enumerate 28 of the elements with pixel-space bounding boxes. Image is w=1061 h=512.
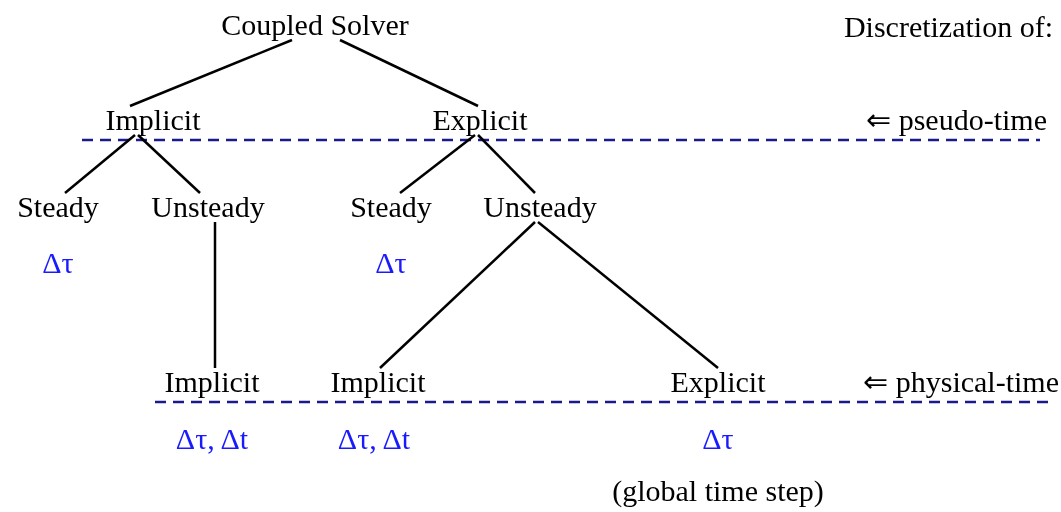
side-label: ⇐ physical-time bbox=[863, 365, 1059, 398]
step-size-label: Δτ bbox=[42, 246, 74, 279]
tree-line bbox=[537, 221, 719, 369]
step-size-label: Δτ bbox=[375, 246, 407, 279]
node-label: Explicit bbox=[432, 103, 528, 136]
note-text: (global time step) bbox=[612, 474, 824, 507]
step-size-label: Δτ bbox=[702, 422, 734, 455]
node-label: Implicit bbox=[164, 365, 260, 398]
tree-line bbox=[339, 38, 479, 108]
tree-line bbox=[213, 222, 217, 368]
node-label: Steady bbox=[350, 190, 432, 223]
tree-line bbox=[64, 134, 136, 194]
node-label: Explicit bbox=[670, 365, 766, 398]
step-size-label: Δτ, Δt bbox=[175, 422, 249, 455]
tree-line bbox=[477, 134, 536, 194]
node-label: Steady bbox=[17, 190, 99, 223]
tree-line bbox=[137, 134, 201, 194]
tree-line bbox=[399, 134, 476, 194]
side-label: ⇐ pseudo-time bbox=[866, 103, 1047, 136]
tree-line bbox=[379, 221, 536, 369]
tree-line bbox=[129, 38, 293, 108]
node-label: Unsteady bbox=[151, 190, 265, 223]
side-label: Discretization of: bbox=[843, 10, 1053, 43]
step-size-label: Δτ, Δt bbox=[337, 422, 411, 455]
node-label: Coupled Solver bbox=[221, 8, 409, 41]
node-label: Unsteady bbox=[483, 190, 597, 223]
node-label: Implicit bbox=[105, 103, 201, 136]
node-label: Implicit bbox=[330, 365, 426, 398]
